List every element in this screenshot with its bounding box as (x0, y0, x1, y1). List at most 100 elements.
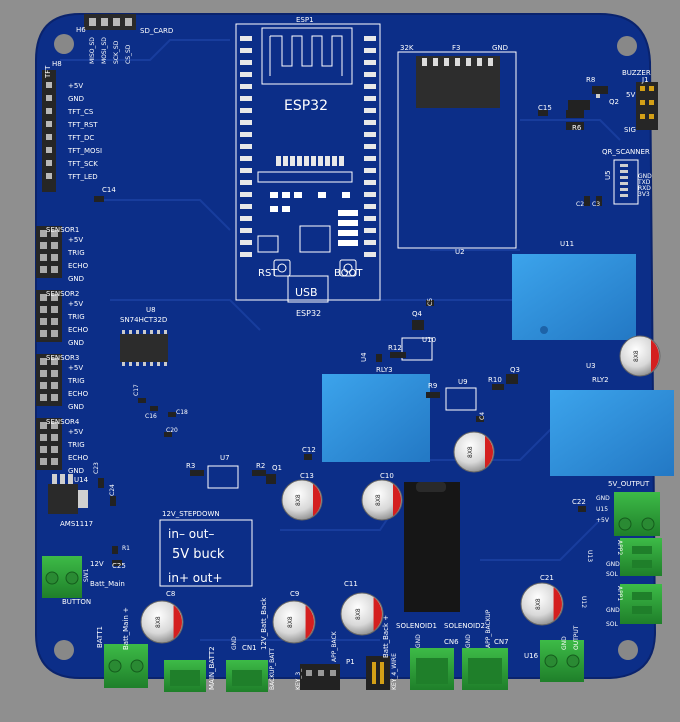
esp32-pin-right (364, 216, 376, 221)
cn7-ref: CN7 (494, 638, 509, 646)
u12-ref: U12 (580, 596, 587, 608)
esp32-pin-left (240, 72, 252, 77)
c22-ref: C22 (572, 498, 586, 506)
sensor-pin (51, 358, 58, 365)
esp32-module (235, 23, 381, 303)
esp32-pin-bottom (297, 156, 302, 166)
esp32-bottom-label: ESP32 (296, 309, 321, 318)
sensor-pin (51, 266, 58, 273)
esp32-pin-left (240, 156, 252, 161)
sensor-pin (40, 394, 47, 401)
batt1-label: BATT1 (96, 626, 104, 648)
sensor-pin-label: ECHO (68, 454, 89, 462)
q2-ref: Q2 (609, 98, 619, 106)
cap-marking: 8X8 (633, 350, 640, 362)
u8-ref: U8 (146, 306, 156, 314)
sensor-pin (51, 458, 58, 465)
sensor-pin (51, 370, 58, 377)
c12-ref: C12 (302, 446, 316, 454)
boot-label: BOOT (334, 268, 363, 279)
sensor-pin (51, 294, 58, 301)
key4-pin (380, 662, 384, 684)
sensor-pin (51, 434, 58, 441)
sensor-pin (51, 230, 58, 237)
u8-part: SN74HCT32D (120, 316, 167, 324)
u3-ref: U3 (586, 362, 596, 370)
cap-marking: 8X8 (467, 446, 474, 458)
esp32-pin-left (240, 96, 252, 101)
qr-pin-rxd: RXD (638, 185, 651, 192)
app-backup: APP_BACKUP (485, 609, 492, 648)
c3-ref: C3 (592, 201, 600, 208)
button-label: BUTTON (62, 598, 91, 606)
h6-pin-label: SCK_SD (113, 40, 120, 64)
u13-ref: U13 (586, 550, 593, 562)
relay-rly2 (550, 390, 674, 476)
u8-pin (150, 330, 153, 334)
app2-terminal: APP2 GND SOL (606, 538, 662, 578)
buzzer-pin-5v: 5V (626, 91, 635, 99)
f3-pin (455, 58, 460, 66)
esp32-pin-right (364, 36, 376, 41)
main-batt2: MAIN_BATT2 (208, 646, 216, 690)
c13-ref: C13 (300, 472, 314, 480)
output-5v-terminal: 5V_OUTPUT GND +5V (596, 480, 660, 536)
mount-hole-tl (54, 34, 74, 54)
esp32-pin-right (364, 156, 376, 161)
esp32-pin-left (240, 180, 252, 185)
esp32-pin-right (364, 192, 376, 197)
pcb-board (35, 13, 657, 679)
batt-main-plus: Batt_Main + (122, 607, 130, 650)
h8-pin (46, 173, 52, 179)
sd-card-header: H6 SD_CARD (76, 14, 173, 35)
key-4: KEY_4_WIRE (391, 653, 398, 690)
button-terminal: BUTTON 12V Batt_Main SW1 R1 (42, 545, 130, 606)
u7-chip (207, 465, 239, 489)
f3-ref: F3 (452, 44, 460, 52)
h6-ref: H6 (76, 26, 86, 34)
sensor-pin (51, 330, 58, 337)
rst-label: RST (258, 268, 278, 279)
relay-rly3 (322, 374, 430, 462)
esp32-pin-bottom (332, 156, 337, 166)
output-5v-gnd: GND (596, 495, 610, 502)
esp32-pin-right (364, 84, 376, 89)
esp32-pin-right (364, 168, 376, 173)
c11-ref: C11 (344, 580, 358, 588)
sensor-pin (40, 330, 47, 337)
f3-pin (488, 58, 493, 66)
terminal-screw (566, 654, 580, 668)
sensor-pin (40, 254, 47, 261)
u8-pin (122, 362, 125, 366)
tft-pin-labels: +5VGNDTFT_CSTFT_RSTTFT_DCTFT_MOSITFT_SCK… (67, 82, 102, 181)
c23-ref: C23 (93, 462, 100, 474)
sensor-pin-label: TRIG (67, 249, 85, 257)
cn6-ref: CN6 (444, 638, 459, 646)
c9-ref: C9 (290, 590, 299, 598)
gnd-label-sol2: GND (465, 634, 472, 648)
u8-pin (129, 330, 132, 334)
usb-label: USB (295, 286, 318, 299)
c14-ref: C14 (102, 186, 116, 194)
u4-ref: U4 (360, 352, 368, 362)
sensor-pin (51, 422, 58, 429)
output-label: OUTPUT (573, 625, 580, 650)
u5-ref: U5 (604, 170, 612, 180)
f3-pin (422, 58, 427, 66)
app1-sol: SOL (606, 621, 619, 628)
sensor-pin (40, 294, 47, 301)
u10-chip (401, 337, 433, 361)
sensor-pin (40, 382, 47, 389)
esp32-pin-left (240, 120, 252, 125)
ams1117-label: AMS1117 (60, 520, 93, 528)
bottom-terminals (104, 640, 584, 692)
app1-terminal: APP1 GND SOL (606, 584, 662, 628)
c2-ref: C2 (576, 201, 584, 208)
qr-pin-gnd: GND (638, 173, 652, 180)
sensor-pin (51, 446, 58, 453)
esp32-pin-bottom (304, 156, 309, 166)
sensor-pin (51, 306, 58, 313)
stepdown-name: 5V buck (172, 547, 225, 562)
sensor-title: SENSOR2 (46, 290, 79, 298)
sensor-pin-label: TRIG (67, 441, 85, 449)
